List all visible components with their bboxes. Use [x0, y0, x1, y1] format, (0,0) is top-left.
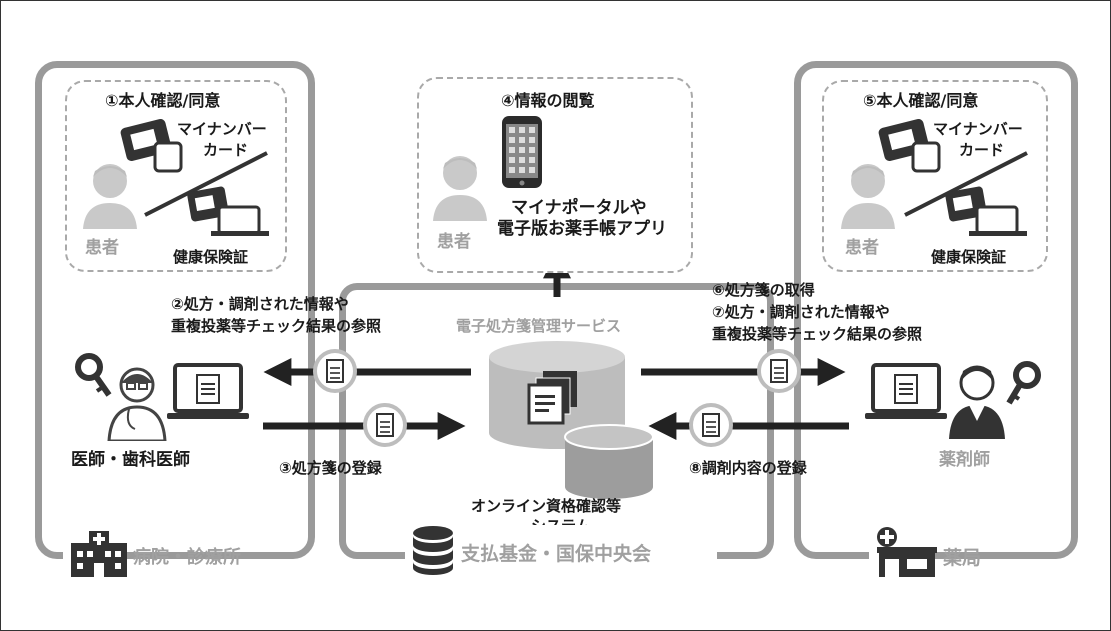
step4-title: ④情報の閲覧 [501, 91, 595, 110]
database-icon [489, 341, 625, 449]
service-label: 電子処方箋管理サービス [456, 317, 622, 335]
step6-label: ⑥処方箋の取得 [712, 281, 815, 299]
center-zone-label: 支払基金・国保中央会 [405, 525, 717, 575]
pharmacy-zone-label: 薬局 [869, 525, 981, 577]
key-icon [1006, 361, 1041, 405]
database-icon [413, 526, 453, 575]
document-icon [689, 403, 733, 447]
portal-app-line2: 電子版お薬手帳アプリ [497, 219, 667, 239]
step2-line1: ②処方・調剤された情報や [171, 295, 349, 313]
step8-label: ⑧調剤内容の登録 [689, 459, 807, 477]
database-icon [564, 424, 654, 499]
hospital-card-label-1: マイナンバー [177, 120, 267, 138]
hospital-zone-label: 病院・診療所 [63, 531, 241, 577]
hospital-insurance-label: 健康保険証 [173, 248, 249, 266]
card-icon [878, 119, 941, 173]
smartphone-icon [502, 116, 542, 188]
divider-line [144, 151, 268, 217]
hospital-patient-label: 患者 [85, 238, 119, 258]
document-icon [757, 349, 801, 393]
document-icon [363, 403, 407, 447]
doctor-icon [107, 367, 167, 441]
document-icon [313, 349, 357, 393]
person-icon [83, 164, 137, 229]
divider-line [904, 151, 1028, 217]
step7-line2: 重複投薬等チェック結果の参照 [712, 325, 923, 343]
pharmacy-insurance-label: 健康保険証 [931, 248, 1007, 266]
portal-app-line1: マイナポータルや [511, 198, 647, 218]
step1-title: ①本人確認/同意 [105, 91, 221, 110]
step2-line2: 重複投薬等チェック結果の参照 [171, 317, 382, 335]
pharmacist-label: 薬剤師 [939, 450, 990, 470]
hospital-icon [71, 531, 127, 577]
portal-patient-label: 患者 [437, 232, 471, 252]
person-icon [433, 156, 487, 221]
doctor-label: 医師・歯科医師 [71, 450, 190, 470]
pharmacy-zone [794, 61, 1078, 559]
key-icon [75, 353, 112, 397]
pharmacy-card-label-2: カード [959, 141, 1005, 159]
laptop-icon [865, 363, 947, 419]
center-zone-text: 支払基金・国保中央会 [461, 543, 652, 565]
step5-title: ⑤本人確認/同意 [863, 91, 979, 110]
pharmacy-card-label-1: マイナンバー [933, 120, 1023, 138]
insurance-card-icon [187, 186, 269, 236]
hospital-card-label-2: カード [203, 141, 249, 159]
online-system-line1: オンライン資格確認等 [471, 497, 622, 515]
laptop-icon [167, 363, 249, 419]
step7-line1: ⑦処方・調剤された情報や [712, 303, 890, 321]
person-icon [841, 164, 895, 229]
pharmacy-patient-label: 患者 [845, 238, 879, 258]
card-icon [120, 119, 183, 173]
step3-label: ③処方箋の登録 [279, 459, 382, 477]
pharmacy-icon [877, 527, 937, 577]
insurance-card-icon [945, 186, 1027, 236]
pharmacy-zone-text: 薬局 [943, 547, 982, 569]
pharmacist-icon [949, 365, 1005, 439]
hospital-zone-text: 病院・診療所 [133, 547, 241, 568]
hospital-zone [35, 61, 315, 559]
